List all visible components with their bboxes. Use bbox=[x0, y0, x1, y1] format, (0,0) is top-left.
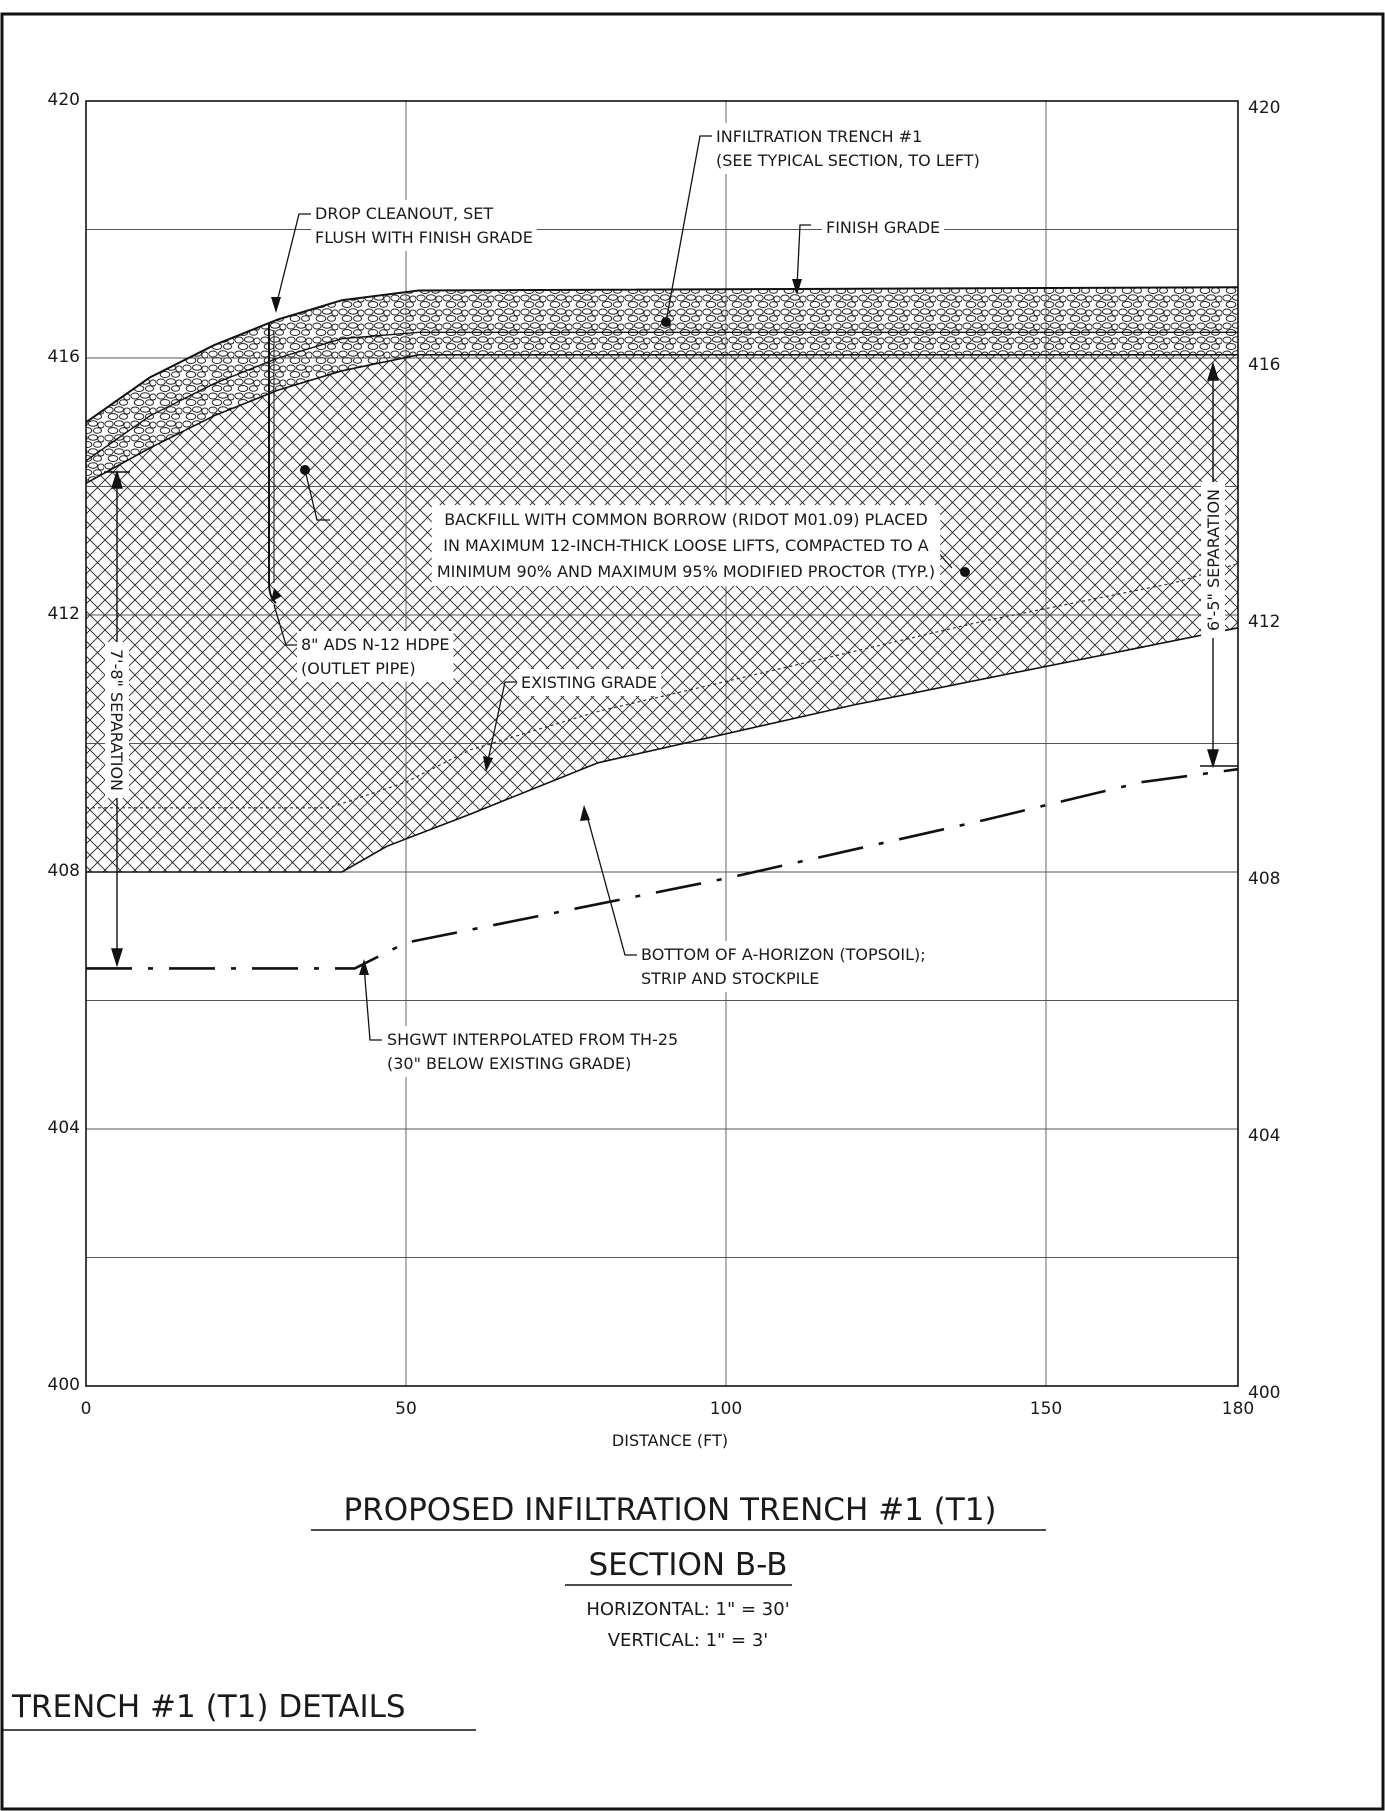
separation-left-text: 7'-8" SEPARATION bbox=[107, 649, 126, 791]
callout-line: (30" BELOW EXISTING GRADE) bbox=[387, 1054, 631, 1073]
existing-grade-line bbox=[86, 563, 1239, 809]
x-tick-label: 0 bbox=[81, 1399, 92, 1419]
finish-grade-label: FINISH GRADE bbox=[822, 214, 945, 241]
y-tick-label-right: 412 bbox=[1248, 612, 1280, 632]
callout-line: FLUSH WITH FINISH GRADE bbox=[315, 228, 533, 247]
leaders bbox=[273, 135, 953, 1041]
section-title: SECTION B-B bbox=[588, 1547, 787, 1583]
y-tick-label-left: 412 bbox=[48, 604, 80, 624]
callout-background bbox=[822, 214, 945, 241]
y-tick-label-left: 408 bbox=[48, 861, 80, 881]
plot-frame bbox=[85, 100, 1239, 1387]
leader-dots bbox=[300, 317, 970, 577]
infiltration-trench-label: INFILTRATION TRENCH #1 (SEE TYPICAL SECTI… bbox=[712, 123, 984, 174]
callout-line: FINISH GRADE bbox=[826, 218, 940, 237]
shgwt-label: SHGWT INTERPOLATED FROM TH-25 (30" BELOW … bbox=[383, 1026, 683, 1077]
a-horizon-label: BOTTOM OF A-HORIZON (TOPSOIL); STRIP AND … bbox=[637, 941, 930, 992]
trench-bottom-line bbox=[85, 354, 1238, 485]
trench-top-line bbox=[85, 331, 1238, 462]
callout-background bbox=[311, 200, 537, 251]
y-tick-label-right: 420 bbox=[1248, 98, 1280, 118]
callout-line: BACKFILL WITH COMMON BORROW (RIDOT M01.0… bbox=[444, 510, 928, 529]
outlet-pipe bbox=[268, 324, 277, 604]
callout-line: DROP CLEANOUT, SET bbox=[315, 204, 493, 223]
y-tick-label-left: 420 bbox=[48, 90, 80, 110]
separation-right-label: 6'-5" SEPARATION bbox=[1201, 482, 1225, 638]
drop-cleanout-label: DROP CLEANOUT, SET FLUSH WITH FINISH GRAD… bbox=[311, 200, 537, 251]
x-tick-label: 50 bbox=[395, 1399, 417, 1419]
y-tick-label-right: 416 bbox=[1248, 355, 1280, 375]
backfill-area bbox=[86, 354, 1238, 872]
drawing-title: PROPOSED INFILTRATION TRENCH #1 (T1) bbox=[343, 1492, 996, 1528]
callout-background bbox=[637, 941, 930, 992]
callout-background bbox=[517, 669, 662, 696]
callout-line: SHGWT INTERPOLATED FROM TH-25 bbox=[387, 1030, 678, 1049]
callout-line: 8" ADS N-12 HDPE bbox=[301, 635, 449, 654]
y-tick-label-right: 408 bbox=[1248, 869, 1280, 889]
callout-background bbox=[383, 1026, 683, 1077]
leader-arrows bbox=[271, 279, 802, 975]
y-tick-label-left: 400 bbox=[48, 1375, 80, 1395]
callout-background bbox=[297, 631, 454, 682]
callout-line: INFILTRATION TRENCH #1 bbox=[716, 127, 922, 146]
callout-line: IN MAXIMUM 12-INCH-THICK LOOSE LIFTS, CO… bbox=[443, 536, 929, 555]
separation-right-text: 6'-5" SEPARATION bbox=[1204, 489, 1223, 631]
shgwt-line bbox=[86, 767, 1239, 970]
y-tick-label-left: 404 bbox=[48, 1118, 80, 1138]
callout-line: (OUTLET PIPE) bbox=[301, 659, 416, 678]
sheet-border bbox=[0, 12, 1385, 1811]
horizontal-scale: HORIZONTAL: 1" = 30' bbox=[586, 1599, 789, 1620]
x-tick-label: 150 bbox=[1030, 1399, 1062, 1419]
chart-grid bbox=[86, 101, 1238, 1386]
a-horizon-bottom-line bbox=[86, 627, 1239, 873]
backfill-label: BACKFILL WITH COMMON BORROW (RIDOT M01.0… bbox=[431, 505, 941, 586]
existing-grade-label: EXISTING GRADE bbox=[517, 669, 662, 696]
y-tick-label-right: 400 bbox=[1248, 1383, 1280, 1403]
sheet-title: TRENCH #1 (T1) DETAILS bbox=[11, 1689, 406, 1725]
callout-line: STRIP AND STOCKPILE bbox=[641, 969, 819, 988]
callout-line: (SEE TYPICAL SECTION, TO LEFT) bbox=[716, 151, 980, 170]
y-tick-label-right: 404 bbox=[1248, 1126, 1280, 1146]
callout-background bbox=[431, 505, 941, 586]
x-tick-label: 180 bbox=[1222, 1399, 1254, 1419]
callout-background bbox=[712, 123, 984, 174]
callout-line: BOTTOM OF A-HORIZON (TOPSOIL); bbox=[641, 945, 926, 964]
callout-line: EXISTING GRADE bbox=[521, 673, 657, 692]
outlet-pipe-label: 8" ADS N-12 HDPE (OUTLET PIPE) bbox=[297, 631, 454, 682]
x-tick-label: 100 bbox=[710, 1399, 742, 1419]
callout-line: MINIMUM 90% AND MAXIMUM 95% MODIFIED PRO… bbox=[437, 562, 935, 581]
y-tick-label-left: 416 bbox=[48, 347, 80, 367]
finish-grade-line bbox=[85, 286, 1239, 424]
vertical-scale: VERTICAL: 1" = 3' bbox=[608, 1630, 769, 1651]
separation-left-label: 7'-8" SEPARATION bbox=[105, 642, 129, 798]
x-axis-label: DISTANCE (FT) bbox=[612, 1431, 728, 1450]
